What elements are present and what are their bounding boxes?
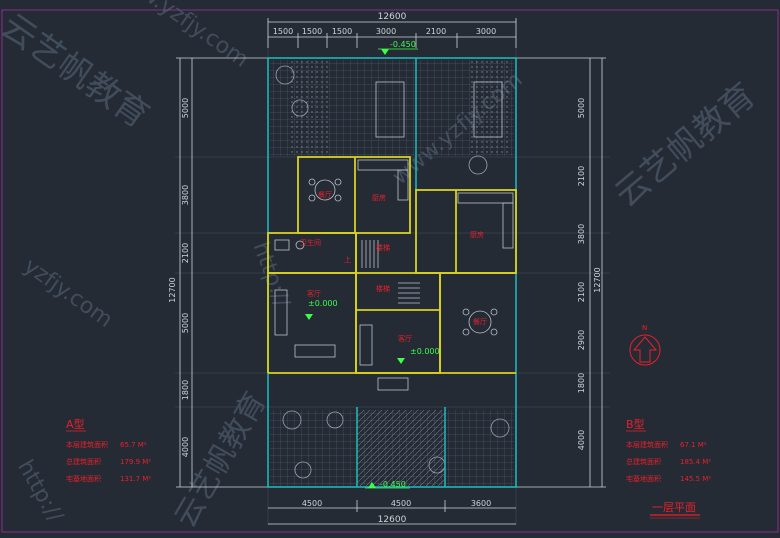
dim-right-5: 2900 (577, 330, 586, 350)
area-a-row3-value: 131.7 M² (120, 475, 151, 483)
sofa-b (377, 377, 409, 391)
area-table-a: A型 本层建筑面积 65.7 M² 总建筑面积 179.9 M² 宅基地面积 1… (66, 417, 151, 483)
stair-b-treads (398, 282, 420, 304)
car-right (473, 81, 503, 138)
area-a-row2-value: 179.9 M² (120, 458, 151, 466)
label-kitchen-a: 厨房 (372, 193, 386, 202)
north-circle (629, 334, 661, 366)
top-dimensions: 12600 1500 1500 1500 3000 2100 3000 (267, 12, 517, 48)
elevation-triangle-living-b (397, 358, 405, 364)
area-b-row3-value: 145.5 M² (680, 475, 711, 483)
left-dimensions: 12700 5000 3800 2100 5000 1800 4000 (168, 57, 268, 488)
elevation-triangle-living-a (305, 314, 313, 320)
dim-right-4: 2100 (577, 282, 586, 302)
tree-icon (291, 99, 309, 117)
dim-left-overall: 12700 (168, 277, 177, 302)
area-a-row1-label: 本层建筑面积 (66, 440, 108, 449)
label-stair-b: 楼梯 (376, 284, 390, 293)
dim-bottom-overall: 12600 (378, 515, 407, 525)
inner-walls (267, 156, 517, 374)
label-kitchen-b: 厨房 (470, 230, 484, 239)
tree-icon (282, 410, 302, 430)
dim-right-6: 1800 (577, 373, 586, 393)
stair-a-treads (361, 240, 379, 268)
dim-bottom-2: 4500 (391, 499, 411, 508)
dim-left-5: 1800 (181, 380, 190, 400)
label-dining-b: 餐厅 (473, 317, 487, 326)
drawing-frame (1, 9, 779, 533)
room-labels: 餐厅 厨房 卫生间 楼梯 上 厨房 楼梯 客厅 客厅 餐厅 (300, 190, 487, 343)
dim-left-3: 2100 (181, 243, 190, 263)
area-b-row2-label: 总建筑面积 (626, 457, 661, 466)
watermark-cn-left: 云艺帆教育 (0, 6, 156, 136)
area-a-row3-label: 宅基地面积 (66, 474, 101, 483)
dim-top-3: 1500 (332, 27, 352, 36)
dim-right-1: 5000 (577, 98, 586, 118)
elevation-living-a: ±0.000 (308, 299, 338, 308)
north-arrow: N (629, 324, 661, 366)
watermark-http-left: http:// (12, 456, 68, 527)
dim-right-overall: 12700 (593, 267, 602, 292)
label-up: 上 (344, 255, 351, 264)
elevation-top: -0.450 (390, 40, 416, 49)
north-arrow-icon (632, 336, 658, 363)
dim-right-7: 4000 (577, 430, 586, 450)
dim-bottom-1: 4500 (302, 499, 322, 508)
tree-icon (275, 65, 295, 85)
site-fills (270, 60, 514, 486)
dim-top-1: 1500 (273, 27, 293, 36)
dim-bottom-3: 3600 (471, 499, 491, 508)
area-a-row1-value: 65.7 M² (120, 441, 147, 449)
area-b-row1-label: 本层建筑面积 (626, 440, 668, 449)
tree-icon (468, 155, 488, 175)
area-b-title: B型 (626, 417, 645, 431)
right-dimensions: 5000 2100 3800 2100 2900 1800 4000 12700 (516, 57, 606, 488)
dim-top-6: 3000 (476, 27, 496, 36)
elevation-triangle-bottom (368, 482, 376, 488)
north-label: N (642, 324, 647, 332)
watermark-cn-right: 云艺帆教育 (607, 75, 763, 215)
elevation-living-b: ±0.000 (410, 347, 440, 356)
watermark-short-left: yzfjy.com (19, 254, 117, 333)
dim-top-overall: 12600 (378, 12, 407, 22)
car-left (375, 81, 405, 138)
area-a-title: A型 (66, 417, 85, 431)
label-dining-a: 餐厅 (318, 190, 332, 199)
elevation-marks: -0.450 ±0.000 ±0.000 -0.450 (305, 40, 440, 489)
dining-table-b (468, 310, 492, 334)
sofa-a (294, 344, 336, 358)
dim-left-1: 5000 (181, 98, 190, 118)
area-b-row3-label: 宅基地面积 (626, 474, 661, 483)
furniture (274, 159, 514, 391)
drawing-title: 一层平面 (652, 501, 696, 514)
dim-right-3: 3800 (577, 224, 586, 244)
area-b-row1-value: 67.1 M² (680, 441, 707, 449)
drawing-title-block: 一层平面 (650, 501, 700, 519)
dim-top-4: 3000 (376, 27, 396, 36)
tree-icon (294, 461, 312, 479)
dim-top-2: 1500 (302, 27, 322, 36)
area-table-b: B型 本层建筑面积 67.1 M² 总建筑面积 185.4 M² 宅基地面积 1… (626, 417, 711, 483)
dim-right-2: 2100 (577, 166, 586, 186)
dim-left-2: 3800 (181, 185, 190, 205)
dim-left-6: 4000 (181, 437, 190, 457)
watermark-cn-bottom: 云艺帆教育 (168, 386, 273, 533)
dim-top-5: 2100 (426, 27, 446, 36)
area-a-row2-label: 总建筑面积 (66, 457, 101, 466)
tree-icon (490, 418, 510, 438)
label-living-b: 客厅 (398, 334, 412, 343)
area-b-row2-value: 185.4 M² (680, 458, 711, 466)
elevation-triangle-top (381, 49, 389, 55)
label-wc-a: 卫生间 (300, 238, 321, 247)
dim-left-4: 5000 (181, 313, 190, 333)
label-stair-a: 楼梯 (376, 243, 390, 252)
label-living-a: 客厅 (307, 289, 321, 298)
dining-table-a (314, 179, 336, 201)
bottom-dimensions: 4500 4500 3600 12600 (268, 499, 516, 525)
elevation-bottom: -0.450 (380, 480, 406, 489)
tree-icon (326, 411, 344, 429)
